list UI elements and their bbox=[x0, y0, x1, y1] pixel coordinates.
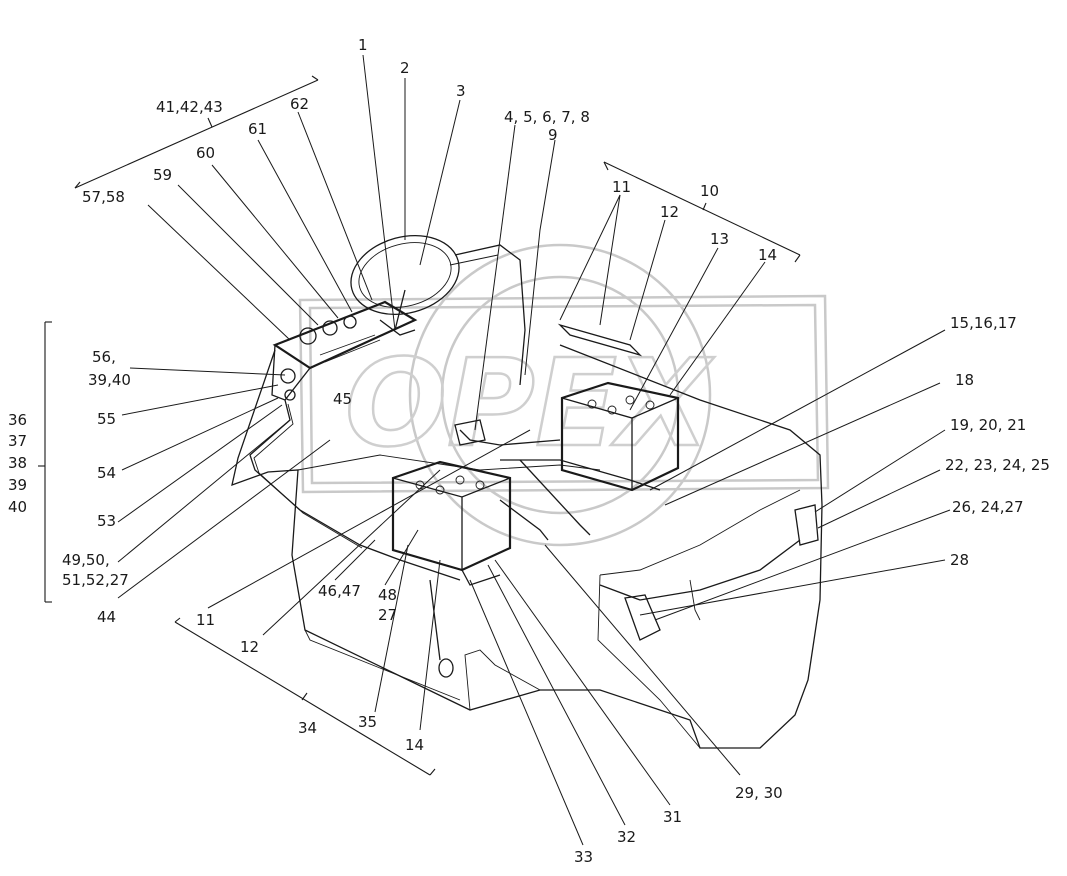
label-29-30: 29, 30 bbox=[735, 784, 783, 802]
part-labels: 1 2 3 4, 5, 6, 7, 8 9 10 11 12 13 14 15,… bbox=[8, 36, 1050, 866]
label-51-27: 51,52,27 bbox=[62, 571, 129, 589]
battery-rear bbox=[557, 323, 680, 492]
instrument-panel bbox=[271, 300, 418, 401]
wiring bbox=[249, 399, 819, 678]
watermark: OPEX bbox=[298, 243, 830, 547]
label-46-47: 46,47 bbox=[318, 582, 361, 600]
label-39: 39 bbox=[8, 476, 27, 494]
label-11-top: 11 bbox=[612, 178, 631, 196]
label-35: 35 bbox=[358, 713, 377, 731]
label-14-bottom: 14 bbox=[405, 736, 424, 754]
leader-lines bbox=[117, 54, 951, 846]
label-26-27: 26, 24,27 bbox=[952, 498, 1024, 516]
label-9: 9 bbox=[548, 126, 558, 144]
label-61: 61 bbox=[248, 120, 267, 138]
label-34: 34 bbox=[298, 719, 317, 737]
label-12-top: 12 bbox=[660, 203, 679, 221]
label-62: 62 bbox=[290, 95, 309, 113]
steering-wheel bbox=[350, 234, 526, 386]
label-28: 28 bbox=[950, 551, 969, 569]
label-39-40: 39,40 bbox=[88, 371, 131, 389]
label-56: 56, bbox=[92, 348, 116, 366]
label-3: 3 bbox=[456, 82, 466, 100]
label-54: 54 bbox=[97, 464, 116, 482]
label-38: 38 bbox=[8, 454, 27, 472]
label-4-8: 4, 5, 6, 7, 8 bbox=[504, 108, 590, 126]
label-40: 40 bbox=[8, 498, 27, 516]
label-57-58: 57,58 bbox=[82, 188, 125, 206]
label-15-17: 15,16,17 bbox=[950, 314, 1017, 332]
label-12-bottom: 12 bbox=[240, 638, 259, 656]
label-36: 36 bbox=[8, 411, 27, 429]
label-49-50: 49,50, bbox=[62, 551, 110, 569]
label-31: 31 bbox=[663, 808, 682, 826]
label-1: 1 bbox=[358, 36, 368, 54]
label-11-bottom: 11 bbox=[196, 611, 215, 629]
label-55: 55 bbox=[97, 410, 116, 428]
label-2: 2 bbox=[400, 59, 410, 77]
label-41-43: 41,42,43 bbox=[156, 98, 223, 116]
battery-front bbox=[391, 460, 512, 586]
label-60: 60 bbox=[196, 144, 215, 162]
label-14-top: 14 bbox=[758, 246, 777, 264]
label-19-21: 19, 20, 21 bbox=[950, 416, 1026, 434]
label-10: 10 bbox=[700, 182, 719, 200]
label-59: 59 bbox=[153, 166, 172, 184]
label-37: 37 bbox=[8, 432, 27, 450]
label-48: 48 bbox=[378, 586, 397, 604]
label-32: 32 bbox=[617, 828, 636, 846]
label-27: 27 bbox=[378, 606, 397, 624]
label-44: 44 bbox=[97, 608, 116, 626]
label-33: 33 bbox=[574, 848, 593, 866]
label-45: 45 bbox=[333, 390, 352, 408]
label-13: 13 bbox=[710, 230, 729, 248]
brackets bbox=[38, 75, 801, 776]
label-53: 53 bbox=[97, 512, 116, 530]
label-18: 18 bbox=[955, 371, 974, 389]
label-22-25: 22, 23, 24, 25 bbox=[945, 456, 1050, 474]
